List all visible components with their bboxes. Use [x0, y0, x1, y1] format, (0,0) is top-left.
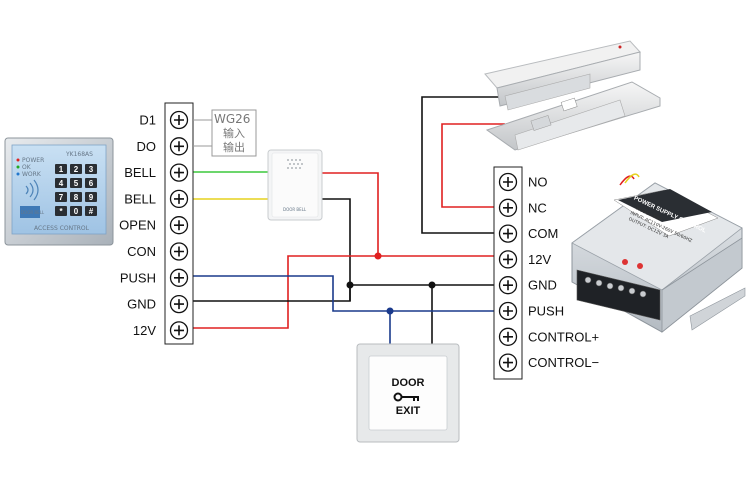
keypad-keys: 1 2 3 4 5 6 7 8 9 * 0 #	[55, 164, 97, 216]
terminal-label: BELL	[124, 165, 156, 180]
key-1: 1	[59, 165, 64, 174]
wire-red-bell-power	[320, 172, 379, 256]
terminal-screw	[169, 110, 189, 130]
junction-dot	[428, 281, 436, 289]
key-star: *	[59, 207, 63, 216]
wiegand-title: WG26	[214, 112, 250, 126]
key-8: 8	[74, 193, 79, 202]
exit-button-unit: DOOR EXIT	[356, 343, 460, 443]
status-led-label: OK	[22, 164, 32, 171]
key-7: 7	[59, 193, 64, 202]
power-terminal-block: NO NC COM 12V GND PUSH CONTROL+ CONTROL−	[493, 166, 599, 380]
doorbell-unit: DOOR BELL	[267, 149, 323, 221]
key-3: 3	[89, 165, 94, 174]
key-0: 0	[74, 207, 79, 216]
wire-black-bell-ground	[320, 198, 351, 301]
key-hash: #	[89, 207, 94, 216]
terminal-screw	[498, 250, 518, 269]
terminal-screw	[169, 242, 189, 261]
terminal-label: BELL	[124, 191, 156, 206]
terminal-label: DO	[137, 139, 157, 154]
doorbell-badge-icon	[20, 206, 40, 218]
status-led-label: POWER	[22, 157, 44, 164]
doorbell-badge-label: DOOR BELL	[21, 210, 45, 215]
wiegand-output-label: 输出	[223, 140, 245, 154]
terminal-label: NO	[528, 175, 548, 190]
terminal-label: PUSH	[120, 270, 156, 285]
terminal-label: D1	[139, 113, 156, 128]
wiegand-note: WG26 输入 输出	[193, 109, 257, 157]
speaker-grille-icon	[287, 159, 303, 169]
doorbell-label: DOOR BELL	[283, 207, 307, 212]
keypad-status-leds: POWER OK WORK	[16, 157, 44, 178]
key-icon	[393, 392, 419, 402]
terminal-label: PUSH	[528, 304, 564, 319]
magnetic-lock-upper	[484, 40, 641, 111]
psu-screw-terminals	[576, 269, 661, 321]
key-4: 4	[59, 179, 64, 188]
terminal-label: COM	[528, 226, 558, 241]
terminal-label: CONTROL−	[528, 355, 599, 370]
terminal-screw	[498, 353, 518, 372]
key-9: 9	[89, 193, 94, 202]
exit-button-bottom-label: EXIT	[396, 405, 421, 417]
wire-red-lock-nc	[441, 123, 505, 208]
terminal-label: CONTROL+	[528, 329, 599, 344]
keypad-footer: ACCESS CONTROL	[34, 225, 90, 232]
key-5: 5	[74, 179, 79, 188]
terminal-screw	[169, 294, 189, 314]
terminal-screw	[498, 172, 518, 192]
wire-black-gnd	[192, 284, 495, 302]
terminal-screw	[498, 224, 518, 243]
terminal-screw	[498, 198, 518, 217]
keypad-model: YK168AS	[65, 151, 93, 158]
junction-dot	[374, 252, 382, 260]
power-supply-unit: POWER SUPPLY CONTROL MODEL: K80 INPUT: A…	[571, 173, 746, 333]
card-reader-icon	[25, 179, 39, 201]
junction-dot	[346, 281, 354, 289]
terminal-screw	[169, 163, 189, 182]
terminal-screw	[169, 268, 189, 287]
terminal-screw	[498, 327, 518, 346]
terminal-label: GND	[127, 297, 156, 312]
wiegand-input-label: 输入	[223, 126, 245, 140]
exit-button-top-label: DOOR	[392, 377, 425, 389]
wire-red-12v	[192, 255, 495, 329]
terminal-screw	[169, 321, 189, 340]
terminal-screw	[169, 137, 189, 156]
psu-indicator-leds	[622, 259, 643, 269]
terminal-label: OPEN	[119, 218, 156, 233]
status-led-label: WORK	[22, 171, 42, 178]
electric-bolt-lock	[485, 81, 661, 151]
wire-blue-push	[192, 275, 495, 312]
terminal-label: NC	[528, 200, 547, 215]
terminal-label: 12V	[133, 323, 156, 338]
wire-black-lock-com	[421, 96, 500, 234]
terminal-screw	[169, 189, 189, 209]
junction-dot	[386, 307, 394, 315]
wires	[192, 96, 505, 344]
terminal-screw	[498, 276, 518, 295]
terminal-screw	[169, 216, 189, 235]
terminal-label: GND	[528, 278, 557, 293]
key-2: 2	[74, 165, 79, 174]
key-6: 6	[89, 179, 94, 188]
terminal-screw	[498, 301, 518, 321]
keypad-unit: YK168AS POWER OK WORK DOOR BELL ACCESS C…	[4, 137, 114, 246]
terminal-label: 12V	[528, 252, 551, 267]
terminal-label: CON	[127, 244, 156, 259]
